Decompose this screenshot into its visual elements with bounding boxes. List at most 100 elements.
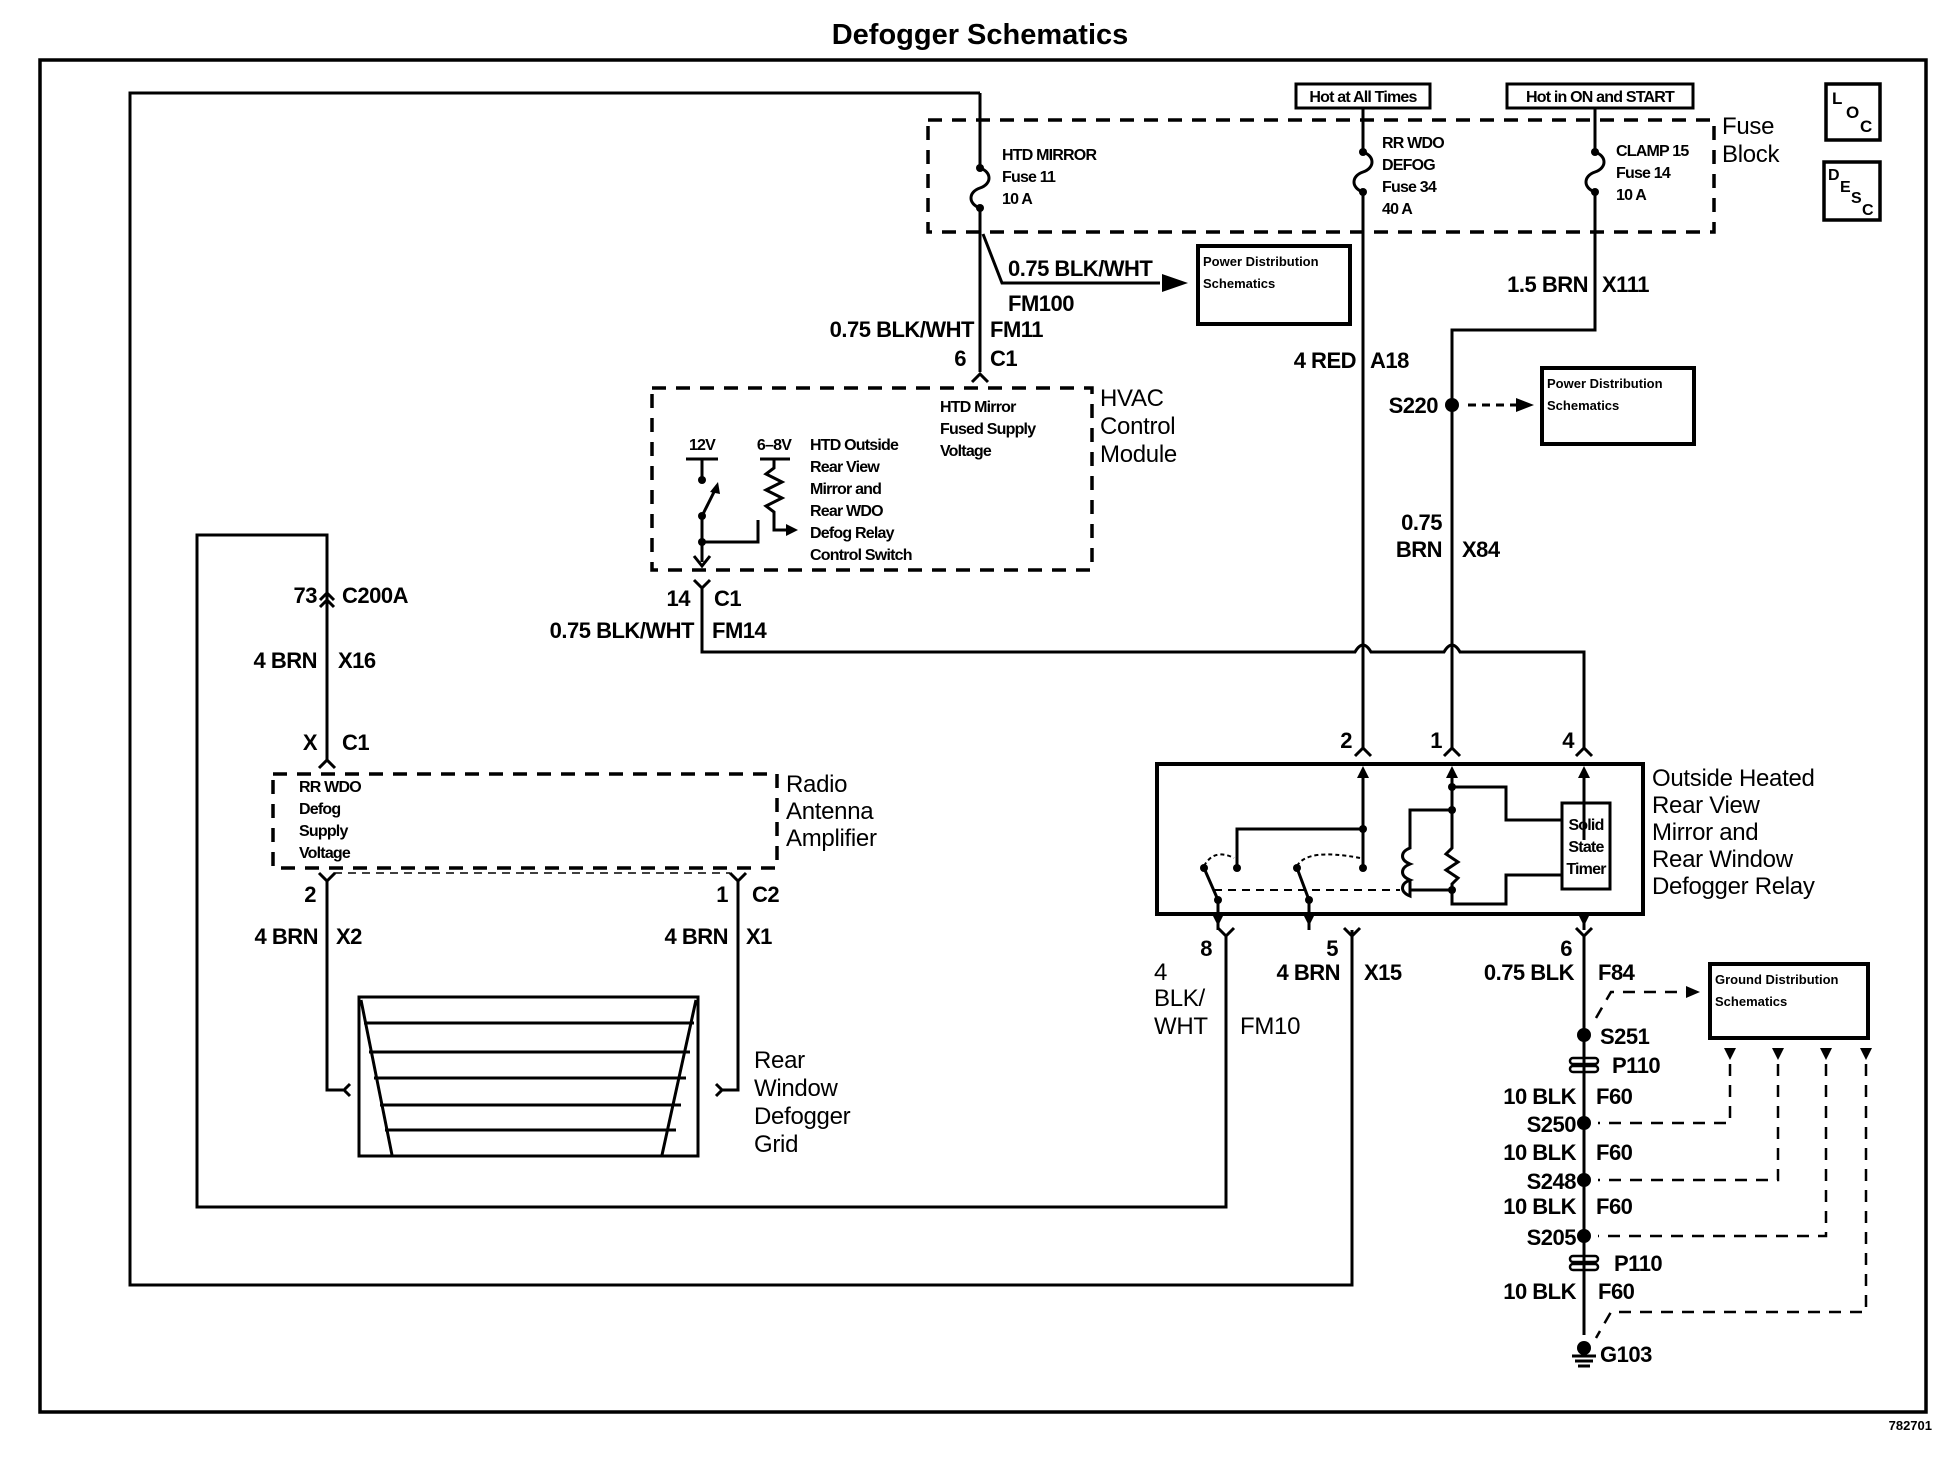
desc-icon[interactable]: D E S C bbox=[1822, 160, 1882, 222]
svg-text:10 BLK: 10 BLK bbox=[1503, 1194, 1576, 1219]
fuse-rr-wdo-defog[interactable]: RR WDO DEFOG Fuse 34 40 A bbox=[1352, 108, 1445, 640]
svg-text:FM100: FM100 bbox=[1008, 291, 1074, 316]
svg-text:Voltage: Voltage bbox=[299, 845, 351, 862]
loc-icon[interactable]: L O C bbox=[1824, 82, 1882, 142]
relay-label: Outside Heated Rear View Mirror and Rear… bbox=[1652, 765, 1815, 900]
svg-text:Mirror and: Mirror and bbox=[810, 481, 881, 498]
connector-pin: 6 bbox=[954, 346, 966, 371]
svg-text:Outside Heated: Outside Heated bbox=[1652, 765, 1815, 792]
svg-text:FM10: FM10 bbox=[1240, 1013, 1300, 1040]
svg-text:40 A: 40 A bbox=[1382, 201, 1413, 218]
svg-text:C2: C2 bbox=[752, 882, 779, 907]
power-distribution-link-2[interactable]: Power Distribution Schematics bbox=[1540, 366, 1696, 446]
svg-text:Defog Relay: Defog Relay bbox=[810, 525, 895, 542]
wire-fm10 bbox=[195, 533, 1236, 1209]
wire-fm11-gauge: 0.75 BLK/WHT bbox=[830, 317, 975, 342]
svg-text:Schematics: Schematics bbox=[1203, 276, 1275, 291]
svg-text:Schematics: Schematics bbox=[1715, 994, 1787, 1009]
wire-x111-gauge: 1.5 BRN bbox=[1507, 272, 1588, 297]
ground-path-splices: S251 S250 S248 S205 bbox=[1527, 1024, 1651, 1250]
wire-x1: 1 C2 4 BRN X1 bbox=[664, 871, 780, 1098]
svg-text:Defog: Defog bbox=[299, 801, 340, 818]
svg-text:Hot in ON and START: Hot in ON and START bbox=[1526, 89, 1675, 106]
svg-text:Defogger Relay: Defogger Relay bbox=[1652, 873, 1815, 900]
hvac-module-outline bbox=[650, 386, 1094, 572]
svg-text:RR WDO: RR WDO bbox=[1382, 135, 1444, 152]
wire-fm11-circuit: FM11 bbox=[990, 317, 1043, 342]
pin-8: 8 bbox=[1200, 936, 1212, 961]
svg-text:6–8V: 6–8V bbox=[757, 437, 792, 454]
svg-text:Control: Control bbox=[1100, 413, 1175, 440]
wire-x84-gauge: BRN bbox=[1396, 537, 1442, 562]
svg-text:HVAC: HVAC bbox=[1100, 385, 1164, 412]
wire-a18-circuit: A18 bbox=[1370, 348, 1409, 373]
svg-text:1: 1 bbox=[716, 882, 728, 907]
svg-text:S220: S220 bbox=[1389, 393, 1439, 418]
svg-text:Antenna: Antenna bbox=[786, 798, 874, 825]
page-title: Defogger Schematics bbox=[832, 19, 1129, 51]
svg-text:S248: S248 bbox=[1527, 1169, 1577, 1194]
splice-s220: S220 bbox=[1389, 393, 1534, 418]
svg-text:Solid: Solid bbox=[1568, 817, 1603, 834]
svg-text:73: 73 bbox=[294, 583, 318, 608]
pin-5: 5 bbox=[1326, 936, 1338, 961]
svg-text:C: C bbox=[1862, 202, 1874, 219]
rear-window-defogger-grid bbox=[357, 995, 700, 1158]
svg-text:L: L bbox=[1832, 89, 1842, 108]
svg-text:Defogger: Defogger bbox=[754, 1103, 851, 1130]
wire-fm10-labels: 4 BLK/ WHT FM10 bbox=[1154, 959, 1300, 1040]
svg-text:12V: 12V bbox=[689, 437, 716, 454]
svg-text:F60: F60 bbox=[1596, 1084, 1633, 1109]
svg-text:Voltage: Voltage bbox=[940, 443, 992, 460]
svg-text:Fuse 11: Fuse 11 bbox=[1002, 169, 1056, 186]
wire-x15 bbox=[1342, 926, 1362, 1285]
svg-text:0.75 BLK/WHT: 0.75 BLK/WHT bbox=[550, 618, 695, 643]
svg-text:2: 2 bbox=[1340, 728, 1352, 753]
svg-text:X16: X16 bbox=[338, 648, 376, 673]
svg-text:10 BLK: 10 BLK bbox=[1503, 1279, 1576, 1304]
wire-fm100: 0.75 BLK/WHT FM100 bbox=[981, 233, 1188, 316]
svg-text:O: O bbox=[1846, 103, 1859, 122]
svg-text:4 BRN: 4 BRN bbox=[664, 924, 728, 949]
svg-text:Mirror and: Mirror and bbox=[1652, 819, 1758, 846]
svg-text:RR WDO: RR WDO bbox=[299, 779, 361, 796]
svg-text:FM14: FM14 bbox=[712, 618, 768, 643]
svg-text:4 BRN: 4 BRN bbox=[254, 924, 318, 949]
svg-text:F60: F60 bbox=[1596, 1140, 1633, 1165]
svg-text:DEFOG: DEFOG bbox=[1382, 157, 1435, 174]
hot-in-on-start-label: Hot in ON and START bbox=[1505, 82, 1695, 110]
diagram-frame bbox=[38, 58, 1928, 1414]
svg-text:14: 14 bbox=[667, 586, 692, 611]
wire-x111-circuit: X111 bbox=[1602, 272, 1649, 297]
svg-text:P110: P110 bbox=[1612, 1053, 1660, 1078]
svg-text:Amplifier: Amplifier bbox=[786, 825, 877, 852]
svg-text:Power Distribution: Power Distribution bbox=[1547, 376, 1663, 391]
svg-text:Supply: Supply bbox=[299, 823, 348, 840]
fuse-htd-mirror[interactable]: HTD MIRROR Fuse 11 10 A bbox=[969, 93, 1098, 372]
svg-text:S251: S251 bbox=[1600, 1024, 1650, 1049]
svg-text:Control Switch: Control Switch bbox=[810, 547, 912, 564]
svg-text:C1: C1 bbox=[342, 730, 369, 755]
svg-text:S250: S250 bbox=[1527, 1112, 1577, 1137]
svg-text:Radio: Radio bbox=[786, 771, 847, 798]
svg-text:Ground Distribution: Ground Distribution bbox=[1715, 972, 1839, 987]
svg-text:Rear Window: Rear Window bbox=[1652, 846, 1794, 873]
wire-x15-loop bbox=[128, 91, 1354, 1287]
svg-text:10 BLK: 10 BLK bbox=[1503, 1140, 1576, 1165]
svg-text:10 A: 10 A bbox=[1002, 191, 1033, 208]
defogger-relay-box bbox=[1155, 762, 1645, 916]
svg-text:State: State bbox=[1568, 839, 1604, 856]
fuse-clamp-15[interactable]: CLAMP 15 Fuse 14 10 A bbox=[1450, 108, 1690, 640]
hvac-control-switch: 12V 6–8V HTD Outside Rear View Mirror an… bbox=[686, 437, 913, 569]
fuse-block-label: Fuse bbox=[1722, 113, 1774, 140]
power-distribution-link-1[interactable]: Power Distribution Schematics bbox=[1196, 244, 1352, 326]
svg-text:Rear WDO: Rear WDO bbox=[810, 503, 883, 520]
connector-symbol bbox=[970, 371, 990, 384]
ground-distribution-link[interactable]: Ground Distribution Schematics bbox=[1708, 962, 1870, 1040]
svg-text:WHT: WHT bbox=[1154, 1013, 1208, 1040]
svg-text:E: E bbox=[1840, 179, 1851, 196]
svg-text:C: C bbox=[1860, 117, 1872, 136]
radio-amp-inner-text: RR WDO Defog Supply Voltage bbox=[299, 779, 362, 862]
svg-text:4 BRN: 4 BRN bbox=[253, 648, 317, 673]
